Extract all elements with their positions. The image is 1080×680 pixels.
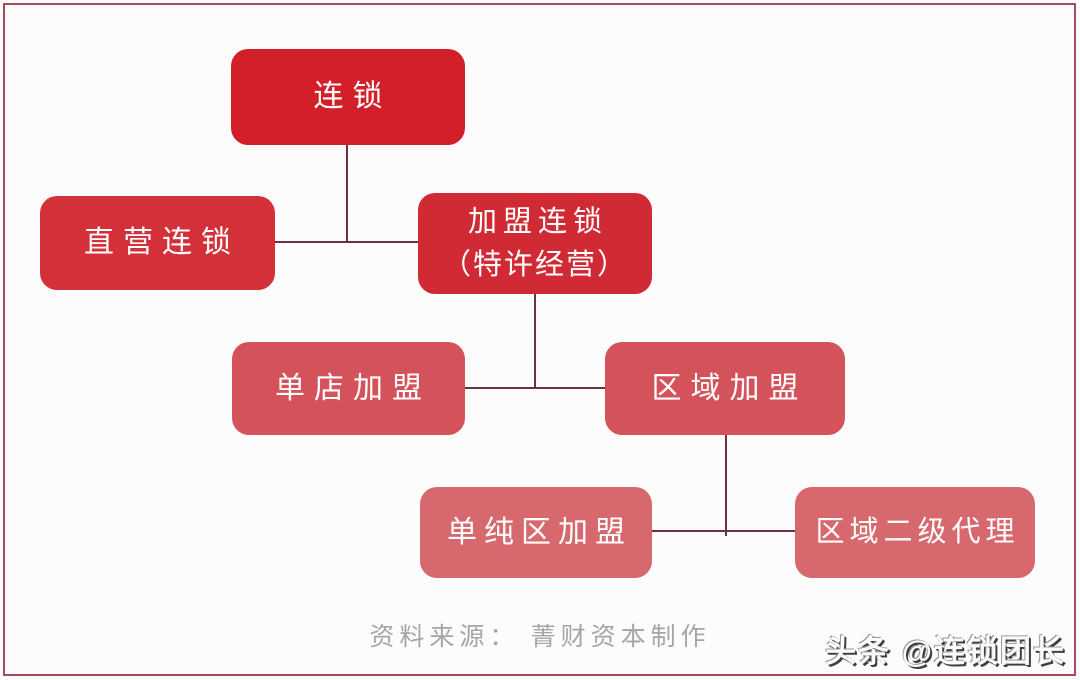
node-single-store-franchise: 单店加盟 (232, 342, 465, 435)
node-regional-second-agent: 区域二级代理 (795, 487, 1035, 578)
connector-level3-horizontal (465, 387, 605, 389)
node-regional-second-agent-label: 区域二级代理 (815, 516, 1020, 549)
source-caption: 资料来源： 菁财资本制作 (369, 624, 711, 651)
connector-level2-horizontal (275, 241, 418, 243)
node-regional-franchise: 区域加盟 (605, 342, 845, 435)
node-pure-region-franchise: 单纯区加盟 (420, 487, 652, 578)
node-franchise-chain: 加盟连锁 （特许经营） (418, 193, 652, 294)
connector-franchise-down (534, 293, 536, 388)
node-direct-chain-label: 直营连锁 (84, 226, 240, 260)
node-franchise-chain-sublabel: （特许经营） (441, 248, 628, 281)
node-direct-chain: 直营连锁 (40, 196, 275, 290)
watermark-text: 头条 @连锁团长 (825, 634, 1066, 669)
connector-level4-horizontal (652, 530, 795, 532)
node-pure-region-franchise-label: 单纯区加盟 (447, 515, 632, 549)
node-franchise-chain-label: 加盟连锁 (467, 206, 608, 239)
node-root: 连锁 (231, 49, 465, 145)
node-single-store-franchise-label: 单店加盟 (275, 371, 431, 405)
node-regional-franchise-label: 区域加盟 (651, 371, 808, 405)
connector-root-down (346, 145, 348, 242)
node-root-label: 连锁 (313, 80, 392, 114)
connector-regional-down (725, 435, 727, 536)
